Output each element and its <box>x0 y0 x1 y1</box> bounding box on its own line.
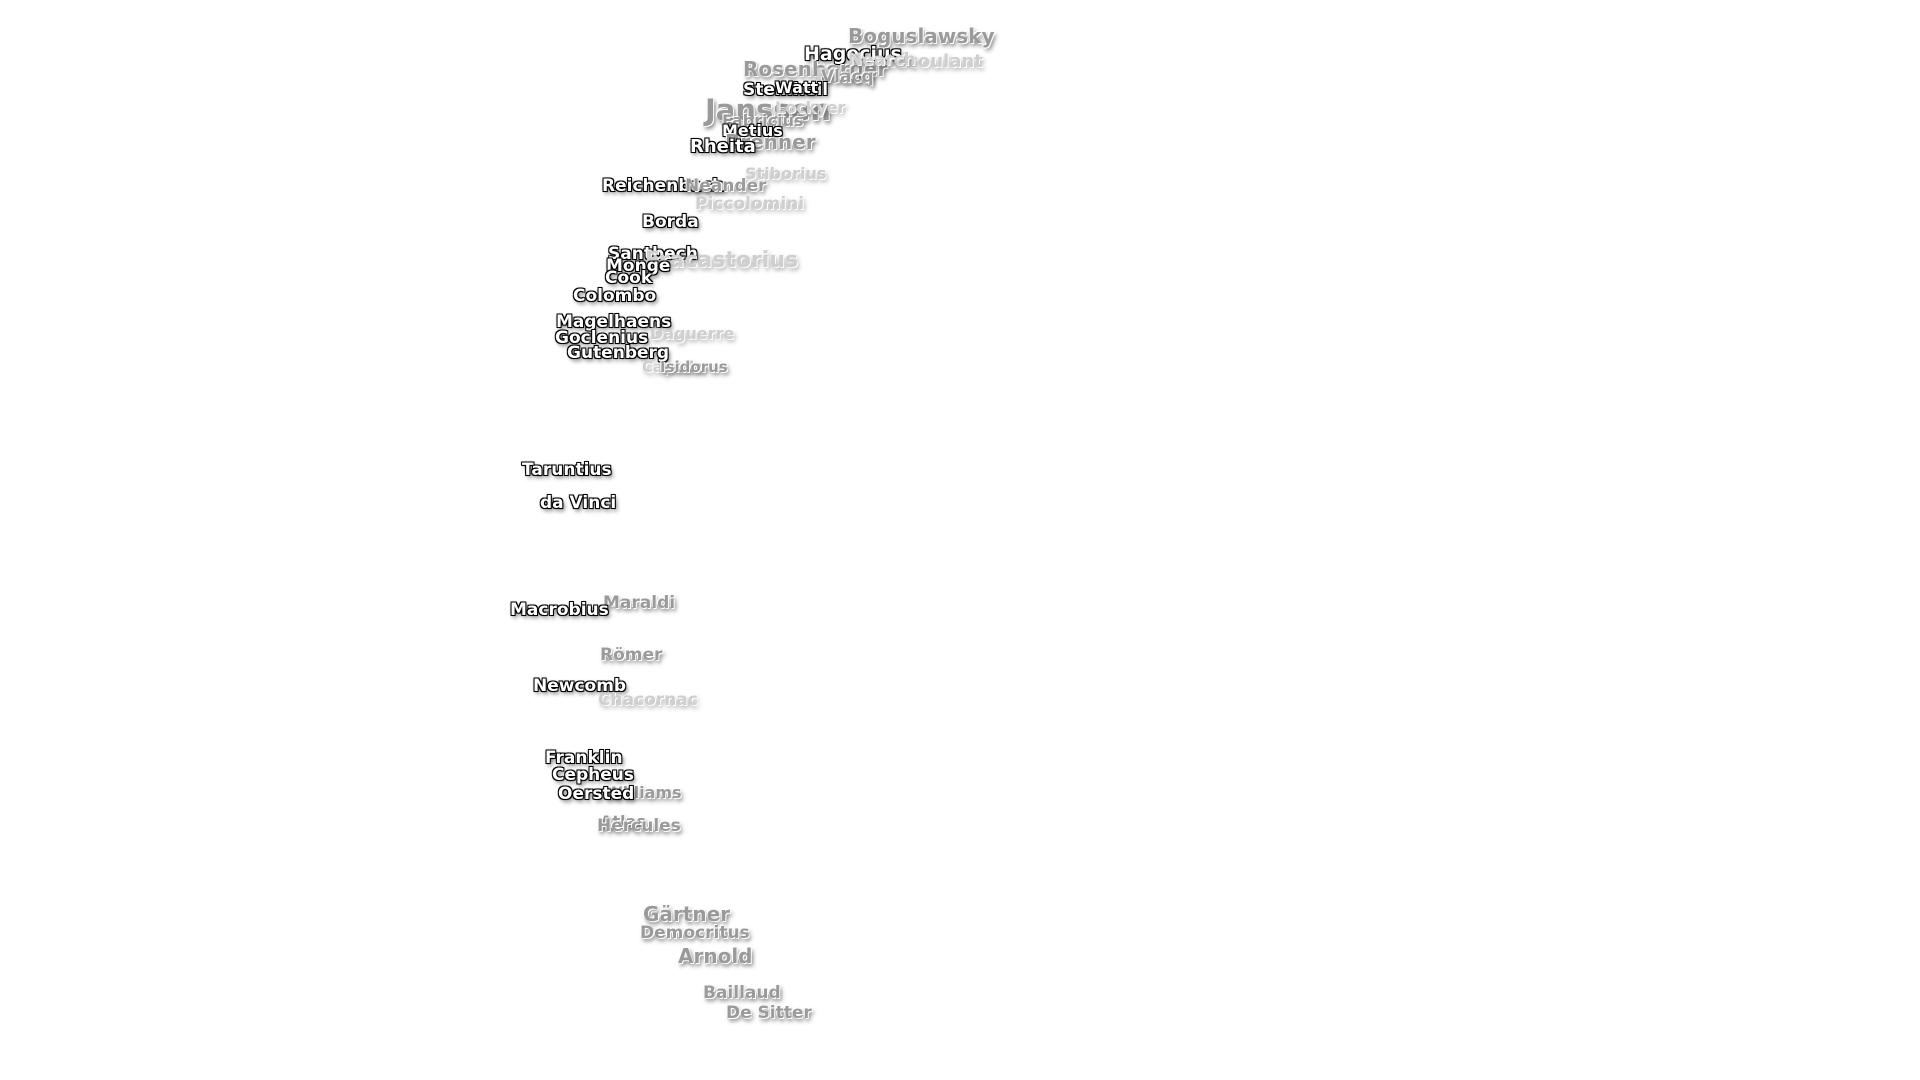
crater-label-santbech: Santbech <box>608 244 698 264</box>
crater-label-atlas: Atlas <box>600 812 646 831</box>
crater-label-de-sitter: De Sitter <box>726 1003 812 1023</box>
crater-label-nearch: Nearch <box>848 50 916 70</box>
crater-label-monge: Monge <box>606 256 671 276</box>
crater-label-franklin: Franklin <box>545 748 623 768</box>
crater-label-fabricius: Fabricius <box>722 111 804 130</box>
crater-label-borda: Borda <box>642 212 699 232</box>
crater-label-stiborius: Stiborius <box>745 164 827 183</box>
crater-label-janssen: Janssen <box>705 93 831 127</box>
crater-label-capella: Capella <box>642 358 705 376</box>
crater-label-lockyer: Lockyer <box>775 98 846 117</box>
crater-label-metius: Metius <box>722 121 783 140</box>
crater-label-gartner: Gärtner <box>643 902 731 926</box>
crater-label-vlacq: Vlacq <box>821 67 874 87</box>
crater-label-neander: Neander <box>685 176 767 196</box>
crater-label-brenner: Brenner <box>725 130 816 154</box>
crater-label-chacornac: Chacornac <box>598 690 698 710</box>
crater-label-arnold: Arnold <box>678 944 753 968</box>
crater-label-cook: Cook <box>605 268 653 288</box>
crater-label-oersted: Oersted <box>558 784 635 804</box>
crater-label-steinheil: Steinheil <box>743 80 829 100</box>
crater-label-da-vinci: da Vinci <box>540 493 617 513</box>
crater-label-daguerre: Daguerre <box>650 324 735 343</box>
crater-label-rheita: Rheita <box>690 136 756 157</box>
crater-label-magelhaens: Magelhaens <box>556 312 672 332</box>
crater-label-hagecius: Hagecius <box>804 43 902 65</box>
crater-label-gutenberg: Gutenberg <box>567 343 670 363</box>
crater-label-boguslawsky: Boguslawsky <box>848 24 995 48</box>
crater-label-goclenius: Goclenius <box>555 328 649 348</box>
crater-label-watt: Watt <box>775 78 819 97</box>
crater-label-baillaud: Baillaud <box>703 983 781 1003</box>
crater-label-biela: Biela <box>815 64 874 88</box>
crater-label-macrobius: Macrobius <box>510 600 609 620</box>
crater-label-williams: Williams <box>605 783 682 802</box>
crater-label-rosenberger: Rosenberger <box>743 57 888 81</box>
crater-label-pontecoulant: Pontécoulant <box>848 51 983 72</box>
crater-label-reichenbach: Reichenbach <box>602 176 725 196</box>
crater-label-taruntius: Taruntius <box>522 460 612 480</box>
crater-label-fracastorius: Fracastorius <box>645 248 799 273</box>
crater-label-romer: Römer <box>600 645 663 665</box>
crater-label-hercules: Hercules <box>597 816 681 836</box>
crater-label-maraldi: Maraldi <box>603 593 676 613</box>
crater-label-newcomb: Newcomb <box>533 676 627 696</box>
crater-label-piccolomini: Piccolomini <box>695 194 805 214</box>
crater-label-isidorus: Isidorus <box>660 358 728 376</box>
crater-label-cepheus: Cepheus <box>552 765 635 785</box>
crater-label-colombo: Colombo <box>573 286 657 306</box>
crater-label-democritus: Democritus <box>640 923 750 943</box>
